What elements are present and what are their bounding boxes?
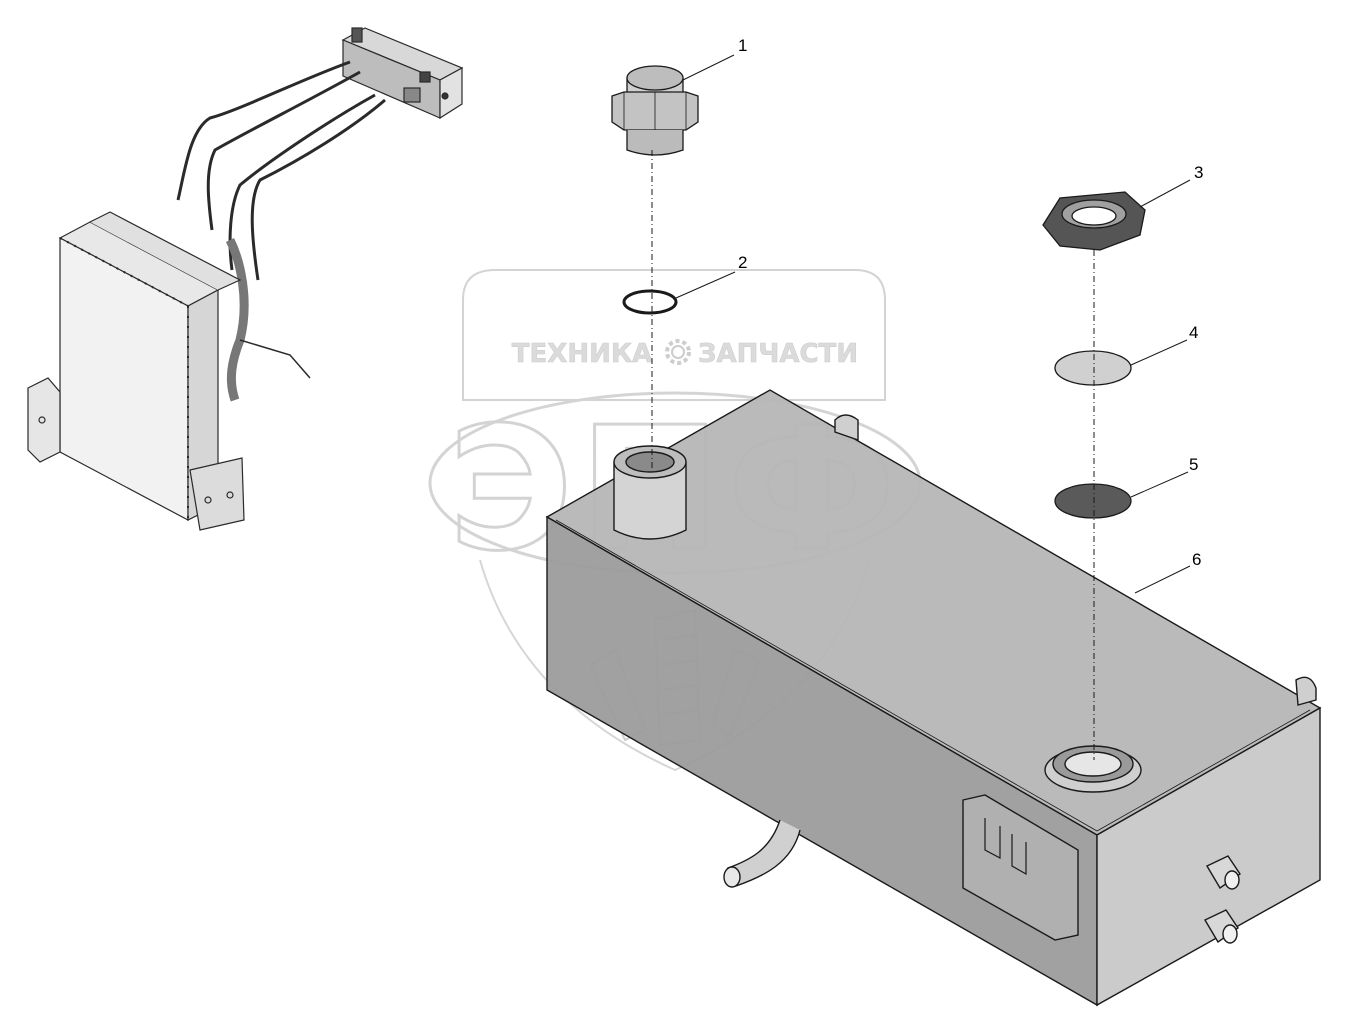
- wire: [239, 339, 311, 379]
- control-box: [341, 27, 464, 120]
- tube-left-2: [206, 70, 361, 231]
- part-5-gasket: [1054, 471, 1189, 519]
- part-4-filter-disc: [1054, 339, 1188, 386]
- tube-left-4: [250, 98, 386, 281]
- tube-left-1: [176, 60, 351, 201]
- tank-filler-ring: [1044, 745, 1142, 793]
- callout-1: 1: [738, 36, 747, 55]
- callout-4: 4: [1189, 323, 1198, 342]
- assembly-axes: [651, 150, 1095, 760]
- callout-3: 3: [1194, 163, 1203, 182]
- gear-icon: [665, 339, 691, 365]
- callout-6: 6: [1192, 550, 1201, 569]
- tank-bracket: [962, 794, 1079, 941]
- watermark-shield: [462, 269, 886, 401]
- hose: [225, 237, 249, 402]
- watermark-left-word: ТЕХНИКА: [512, 339, 652, 369]
- tank-end-fittings: [1204, 855, 1241, 944]
- heater-assembly-overview: [27, 27, 464, 531]
- part-3-nut: [1042, 179, 1191, 251]
- watermark-right-word: ЗАПЧАСТИ: [698, 339, 858, 369]
- callout-2: 2: [738, 253, 747, 272]
- part-2-o-ring: [622, 271, 736, 315]
- tank-neck: [613, 445, 687, 540]
- part-6-tank: [545, 389, 1322, 1007]
- callouts: 1 2 3 4 5 6: [738, 36, 1203, 569]
- callout-5: 5: [1189, 455, 1198, 474]
- part-1-filler-plug: [611, 54, 735, 156]
- radiator: [27, 211, 245, 531]
- tube-left-3: [228, 93, 376, 271]
- tank-end: [1096, 706, 1321, 1007]
